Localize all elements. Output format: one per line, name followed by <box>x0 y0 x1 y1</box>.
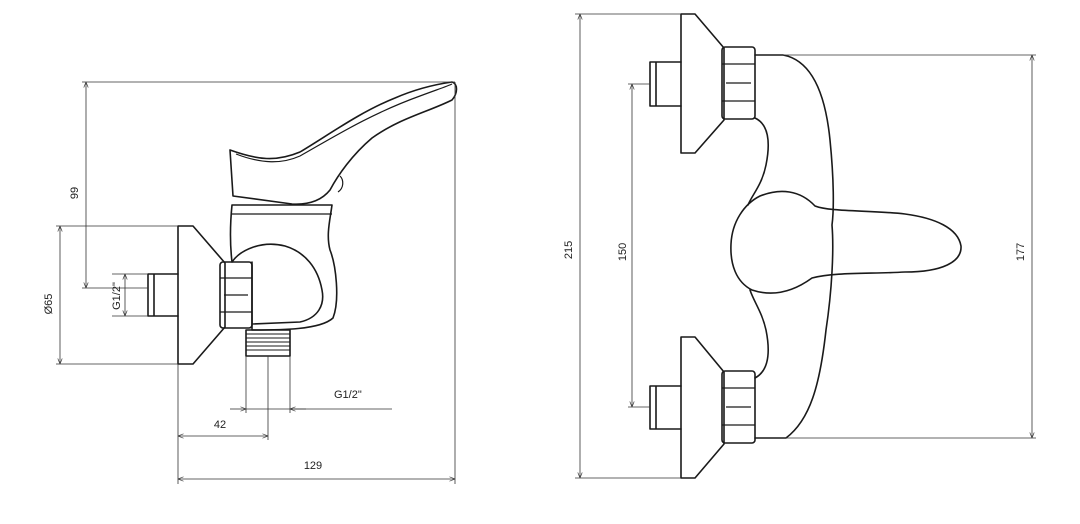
dim-215-label: 215 <box>563 241 575 259</box>
dim-99-label: 99 <box>69 187 81 199</box>
dim-42-label: 42 <box>214 419 226 431</box>
side-view: 99 Ø65 G1/2" G1/2" 42 129 <box>43 81 458 484</box>
dim-129-label: 129 <box>304 460 322 472</box>
front-lever-handle <box>730 190 962 294</box>
front-inlet-bottom <box>649 385 682 430</box>
dim-150-label: 150 <box>617 243 629 261</box>
side-mixer-body <box>229 204 338 331</box>
front-hex-nut-bottom <box>721 370 756 444</box>
front-mixer-body <box>747 54 835 439</box>
front-view: 215 150 177 <box>563 13 1036 479</box>
side-escutcheon <box>177 225 226 365</box>
dim-inlet-thread-label: G1/2" <box>111 282 123 310</box>
side-outlet-thread <box>245 329 291 357</box>
side-inlet-pipe <box>147 273 179 317</box>
front-escutcheon-bottom <box>680 336 725 479</box>
front-hex-nut-top <box>721 46 756 120</box>
dim-outlet-thread-label: G1/2" <box>334 389 362 401</box>
front-inlet-top <box>649 61 682 107</box>
dim-diameter-label: Ø65 <box>43 294 55 315</box>
side-lever-handle <box>229 81 458 205</box>
dim-177-label: 177 <box>1015 243 1027 261</box>
front-escutcheon-top <box>680 13 725 154</box>
